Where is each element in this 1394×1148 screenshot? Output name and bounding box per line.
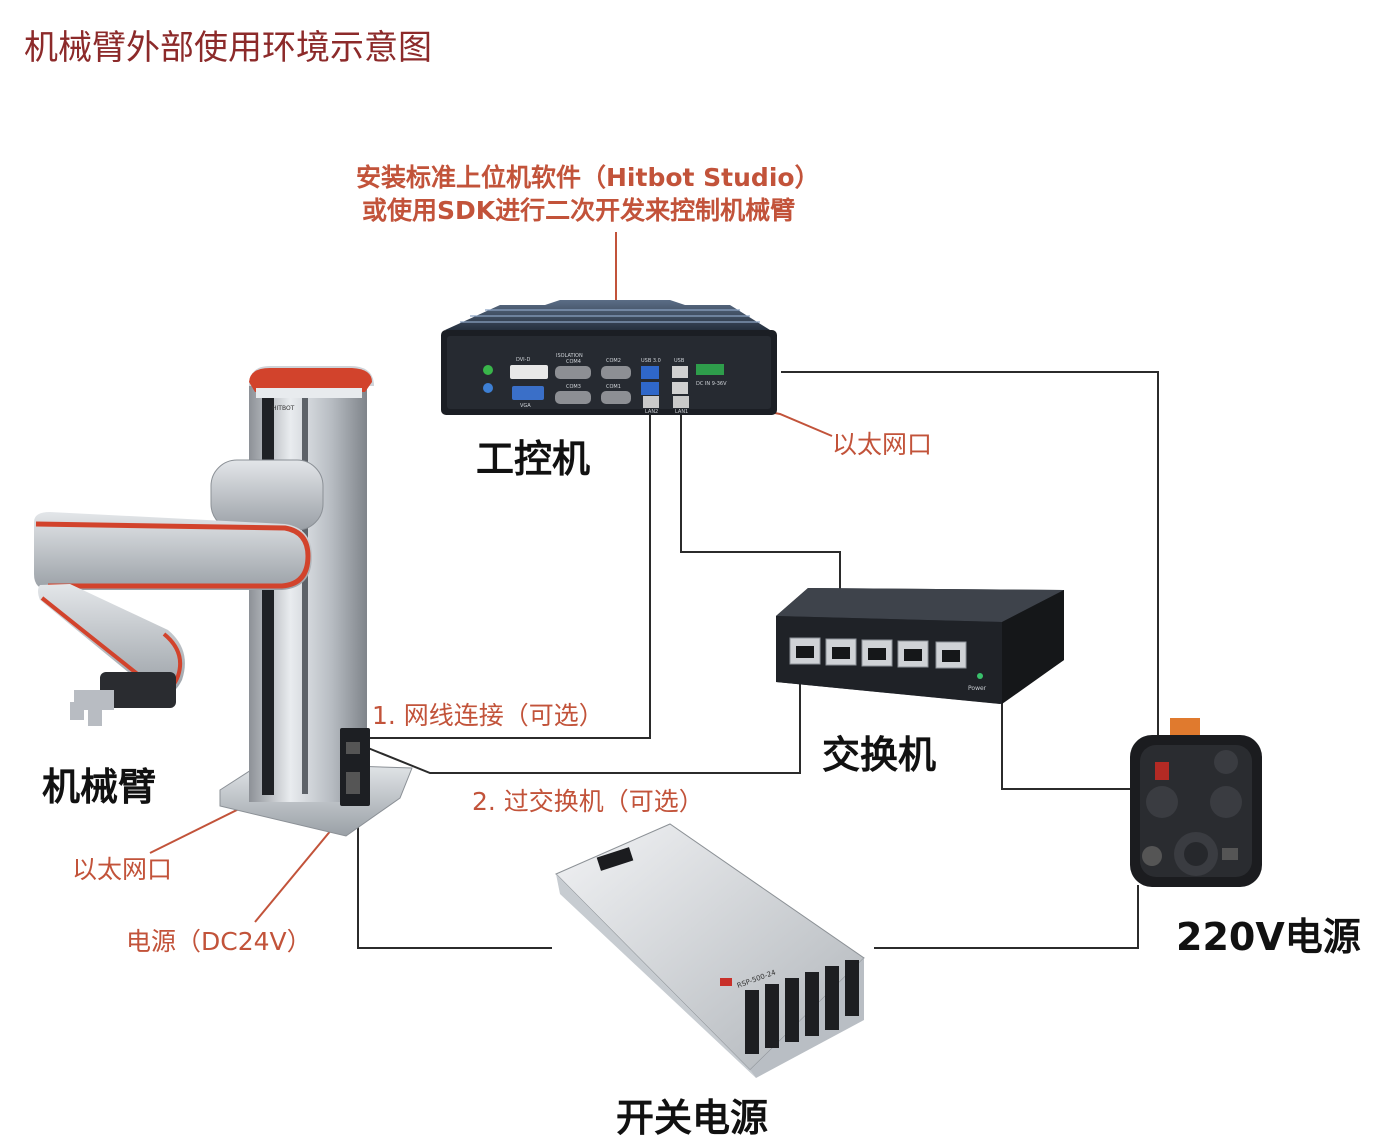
arm-ethernet-label: 以太网口 — [72, 855, 173, 884]
switch-brand: Power — [968, 685, 987, 692]
power-220-label: 220V电源 — [1176, 915, 1361, 959]
ipc-port-label: VGA — [520, 403, 531, 409]
ipc-label: 工控机 — [476, 437, 591, 481]
ipc-port-label: ISOLATION — [556, 353, 583, 359]
wire-ipc-power — [781, 371, 1159, 738]
software-note-line2: 或使用SDK进行二次开发来控制机械臂 — [362, 196, 796, 225]
ipc-port-label: COM3 — [566, 384, 581, 390]
switching-psu-graphic: RSP-500-24 — [555, 823, 865, 1078]
option2-label: 2. 过交换机（可选） — [472, 787, 704, 816]
robot-arm-label: 机械臂 — [42, 765, 157, 809]
switch-graphic: Power — [776, 588, 1064, 704]
ipc-port-label: COM4 — [566, 359, 581, 365]
ipc-port-label: LAN1 — [675, 409, 688, 415]
arm-power-label: 电源（DC24V） — [126, 927, 312, 956]
ipc-ethernet-label: 以太网口 — [832, 430, 933, 459]
switching-psu-label: 开关电源 — [616, 1096, 769, 1140]
ipc-port-label: LAN2 — [645, 409, 658, 415]
switch-label: 交换机 — [822, 733, 937, 777]
option1-label: 1. 网线连接（可选） — [372, 701, 604, 730]
wire-arm-psu — [357, 792, 552, 949]
wires — [357, 232, 1159, 949]
robot-arm-graphic: HITBOT — [34, 366, 413, 837]
ipc-graphic: ISOLATION COM4 COM2 COM3 COM1 USB 3.0 US… — [441, 300, 777, 415]
software-note-line1: 安装标准上位机软件（Hitbot Studio） — [356, 163, 820, 192]
wire-option1 — [368, 408, 651, 739]
arm-brand: HITBOT — [272, 405, 295, 412]
ipc-port-label: DC IN 9-36V — [696, 381, 727, 387]
wire-option2 — [367, 672, 801, 774]
wire-psu-power — [874, 885, 1139, 949]
power-220-graphic — [1130, 718, 1262, 887]
page-title: 机械臂外部使用环境示意图 — [24, 28, 432, 68]
ipc-port-label: COM2 — [606, 358, 621, 364]
ipc-port-label: COM1 — [606, 384, 621, 390]
ipc-port-label: USB 3.0 — [641, 358, 661, 364]
ipc-port-label: DVI-D — [516, 357, 530, 363]
ipc-port-label: USB — [674, 358, 685, 364]
wire-switch-power — [1001, 700, 1132, 790]
